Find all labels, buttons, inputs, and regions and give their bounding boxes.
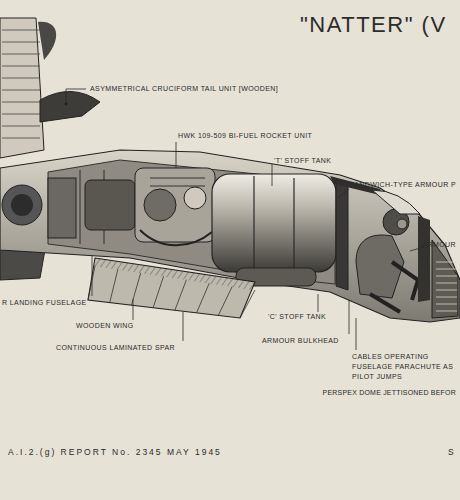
part-label: ASYMMETRICAL CRUCIFORM TAIL UNIT [WOODEN…: [90, 84, 278, 94]
report-reference: A.I.2.(g) REPORT No. 2345 MAY 1945: [8, 446, 222, 458]
note-label: CABLES OPERATING FUSELAGE PARACHUTE AS P…: [352, 352, 456, 382]
part-label: SANDWICH-TYPE ARMOUR P: [349, 180, 456, 190]
title: "NATTER" (V: [300, 12, 447, 38]
part-label: 'T' STOFF TANK: [274, 156, 331, 166]
part-label: WOODEN WING: [76, 321, 134, 331]
part-label: ARMOUR BULKHEAD: [262, 336, 339, 346]
part-label: R LANDING FUSELAGE: [2, 298, 87, 308]
part-label: CONTINUOUS LAMINATED SPAR: [56, 343, 175, 353]
corner-mark: S: [448, 446, 456, 458]
part-label: ARMOUR: [422, 240, 456, 250]
part-label: 'C' STOFF TANK: [268, 312, 326, 322]
note-label: PERSPEX DOME JETTISONED BEFOR: [323, 388, 456, 398]
part-label: HWK 109-509 BI-FUEL ROCKET UNIT: [178, 131, 312, 141]
